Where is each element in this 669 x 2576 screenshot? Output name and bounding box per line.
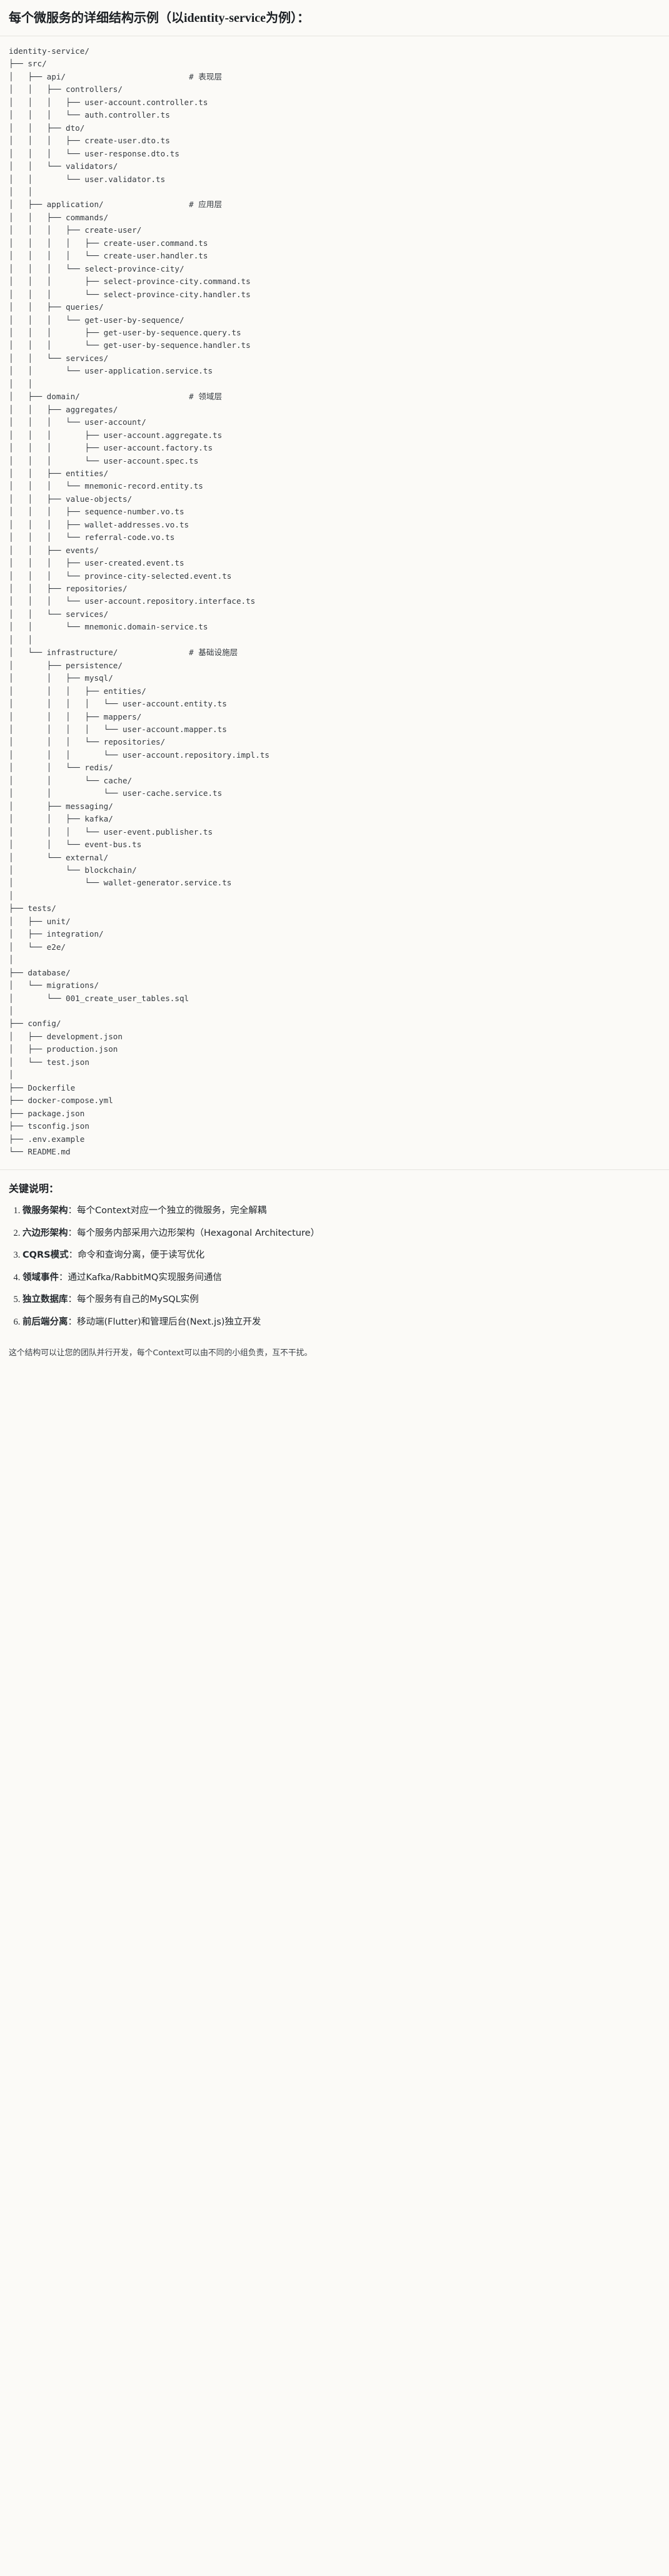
note-text: ：移动端(Flutter)和管理后台(Next.js)独立开发 (68, 1316, 261, 1327)
list-item: CQRS模式：命令和查询分离，便于读写优化 (23, 1248, 660, 1262)
notes-heading: 关键说明： (9, 1183, 59, 1195)
note-label: 独立数据库 (23, 1295, 68, 1305)
list-item: 微服务架构：每个Context对应一个独立的微服务，完全解耦 (23, 1204, 660, 1218)
title-block: 每个微服务的详细结构示例（以identity-service为例）： (0, 0, 669, 36)
page-title: 每个微服务的详细结构示例（以identity-service为例）： (9, 11, 310, 25)
directory-tree: identity-service/ ├── src/ │ ├── api/ # … (9, 46, 270, 1156)
list-item: 独立数据库：每个服务有自己的MySQL实例 (23, 1293, 660, 1306)
note-label: CQRS模式 (23, 1250, 69, 1261)
note-text: ：通过Kafka/RabbitMQ实现服务间通信 (59, 1272, 222, 1283)
note-text: ：每个Context对应一个独立的微服务，完全解耦 (68, 1206, 267, 1216)
list-item: 六边形架构：每个服务内部采用六边形架构（Hexagonal Architectu… (23, 1226, 660, 1240)
note-text: ：每个服务有自己的MySQL实例 (68, 1295, 199, 1305)
list-item: 前后端分离：移动端(Flutter)和管理后台(Next.js)独立开发 (23, 1315, 660, 1329)
note-label: 六边形架构 (23, 1228, 68, 1238)
note-text: ：每个服务内部采用六边形架构（Hexagonal Architecture） (68, 1228, 320, 1238)
closing-block: 这个结构可以让您的团队并行开发，每个Context可以由不同的小组负责，互不干扰… (0, 1343, 669, 1372)
notes-list: 微服务架构：每个Context对应一个独立的微服务，完全解耦 六边形架构：每个服… (9, 1204, 660, 1329)
list-item: 领域事件：通过Kafka/RabbitMQ实现服务间通信 (23, 1271, 660, 1285)
note-label: 微服务架构 (23, 1206, 68, 1216)
note-label: 领域事件 (23, 1272, 59, 1283)
page-root: 每个微服务的详细结构示例（以identity-service为例）： ident… (0, 0, 669, 1373)
note-label: 前后端分离 (23, 1316, 68, 1327)
notes-block: 关键说明： 微服务架构：每个Context对应一个独立的微服务，完全解耦 六边形… (0, 1170, 669, 1343)
note-text: ：命令和查询分离，便于读写优化 (68, 1250, 205, 1261)
closing-paragraph: 这个结构可以让您的团队并行开发，每个Context可以由不同的小组负责，互不干扰… (9, 1348, 313, 1358)
directory-tree-block: identity-service/ ├── src/ │ ├── api/ # … (0, 36, 669, 1171)
